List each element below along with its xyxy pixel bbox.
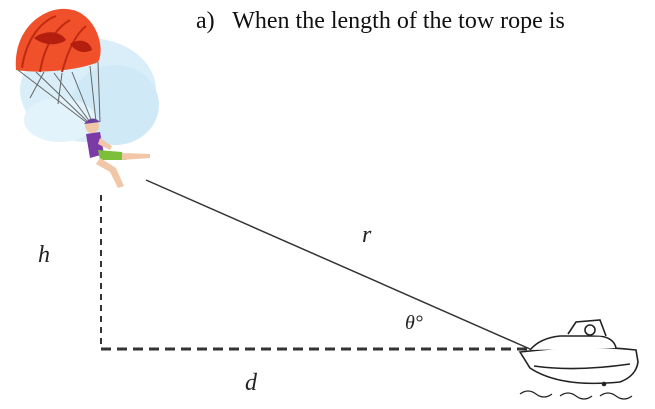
- tow-rope: [145, 179, 531, 350]
- parachute-icon: [15, 8, 101, 73]
- label-height: h: [38, 242, 50, 268]
- person-icon: [84, 118, 150, 188]
- label-distance: d: [245, 370, 257, 396]
- speedboat-icon: [518, 319, 639, 400]
- question-label: a): [196, 8, 215, 34]
- label-rope: r: [362, 222, 372, 248]
- question-text: When the length of the tow rope is: [232, 8, 565, 34]
- parasailer-icon: [15, 8, 159, 188]
- label-angle: θ°: [405, 312, 423, 334]
- parachute-lines: [17, 61, 101, 123]
- question-heading: a) When the length of the tow rope is: [196, 8, 565, 35]
